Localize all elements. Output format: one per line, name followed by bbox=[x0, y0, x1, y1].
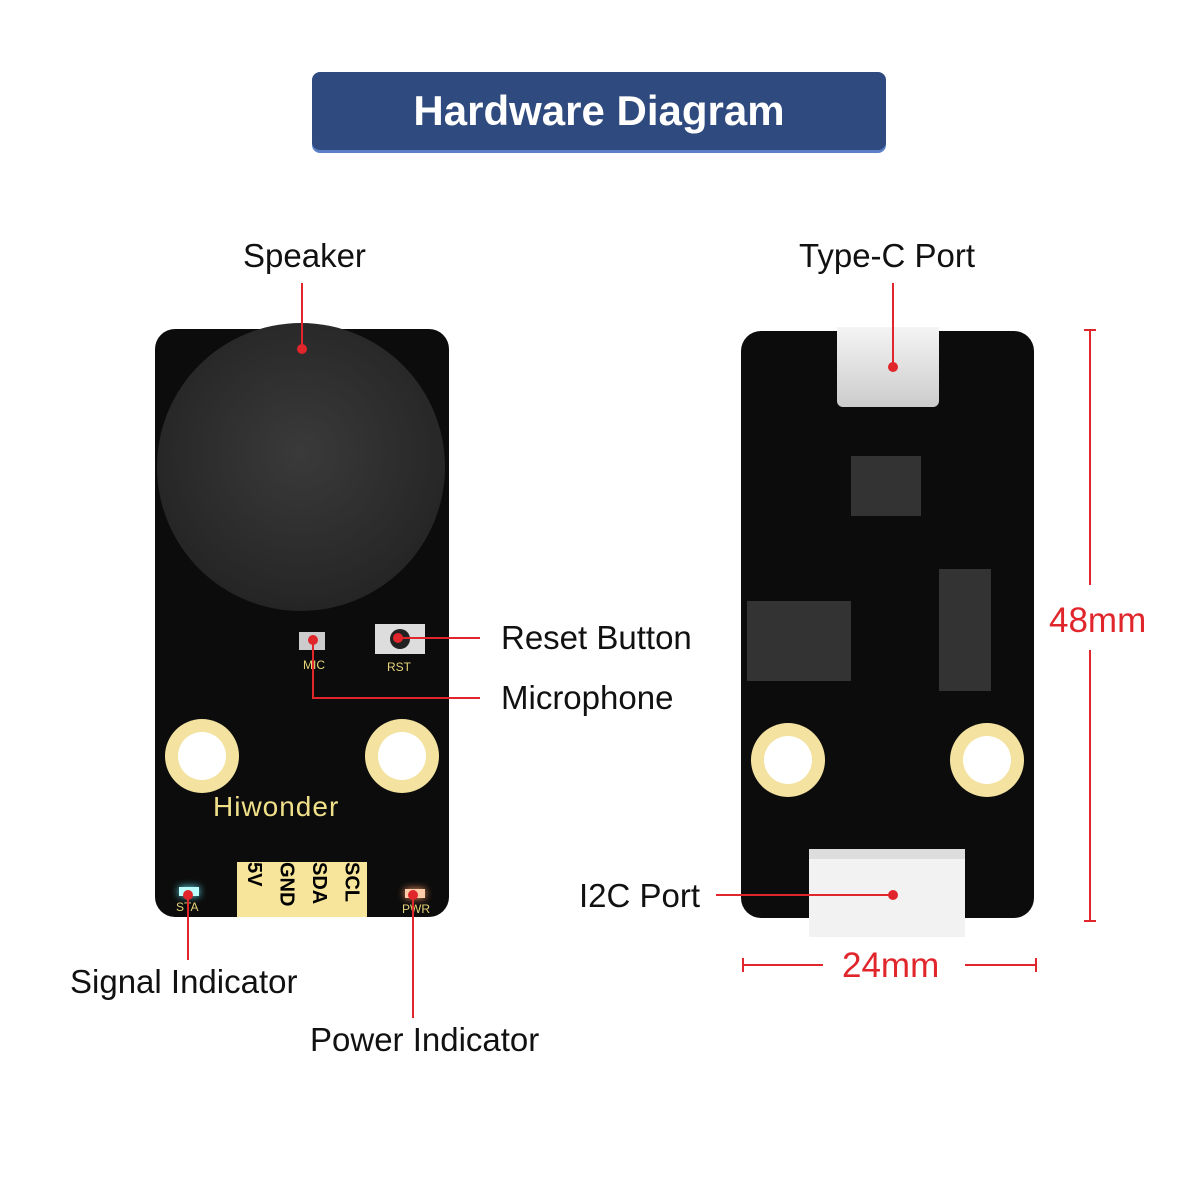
i2c-port bbox=[809, 849, 965, 937]
label-i2c-port: I2C Port bbox=[579, 877, 701, 914]
pin-label: 5V bbox=[242, 862, 265, 887]
label-speaker: Speaker bbox=[243, 237, 366, 274]
mounting-hole bbox=[950, 723, 1024, 797]
page-title: Hardware Diagram bbox=[312, 72, 886, 150]
pin-label: GND bbox=[275, 862, 298, 907]
front-board: MIC RST Hiwonder SCL SDA GND 5V STA PWR bbox=[155, 323, 449, 917]
mounting-hole bbox=[751, 723, 825, 797]
chip bbox=[747, 601, 851, 681]
pin-label: SDA bbox=[307, 862, 330, 905]
dimension-height: 48mm bbox=[1049, 601, 1147, 640]
label-power-indicator: Power Indicator bbox=[310, 1021, 540, 1058]
mounting-hole bbox=[365, 719, 439, 793]
rst-silk: RST bbox=[387, 660, 411, 674]
pin-header: SCL SDA GND 5V bbox=[237, 862, 367, 917]
chip bbox=[939, 569, 991, 691]
speaker bbox=[157, 323, 445, 611]
label-reset-button: Reset Button bbox=[501, 619, 692, 656]
pwr-silk: PWR bbox=[402, 902, 430, 916]
label-microphone: Microphone bbox=[501, 679, 674, 716]
dimension-width: 24mm bbox=[842, 946, 940, 985]
mounting-hole bbox=[165, 719, 239, 793]
label-type-c-port: Type-C Port bbox=[799, 237, 976, 274]
pin-label: SCL bbox=[340, 862, 363, 902]
back-board bbox=[741, 327, 1034, 937]
chip bbox=[851, 456, 921, 516]
label-signal-indicator: Signal Indicator bbox=[70, 963, 298, 1000]
brand-logo: Hiwonder bbox=[213, 791, 340, 822]
